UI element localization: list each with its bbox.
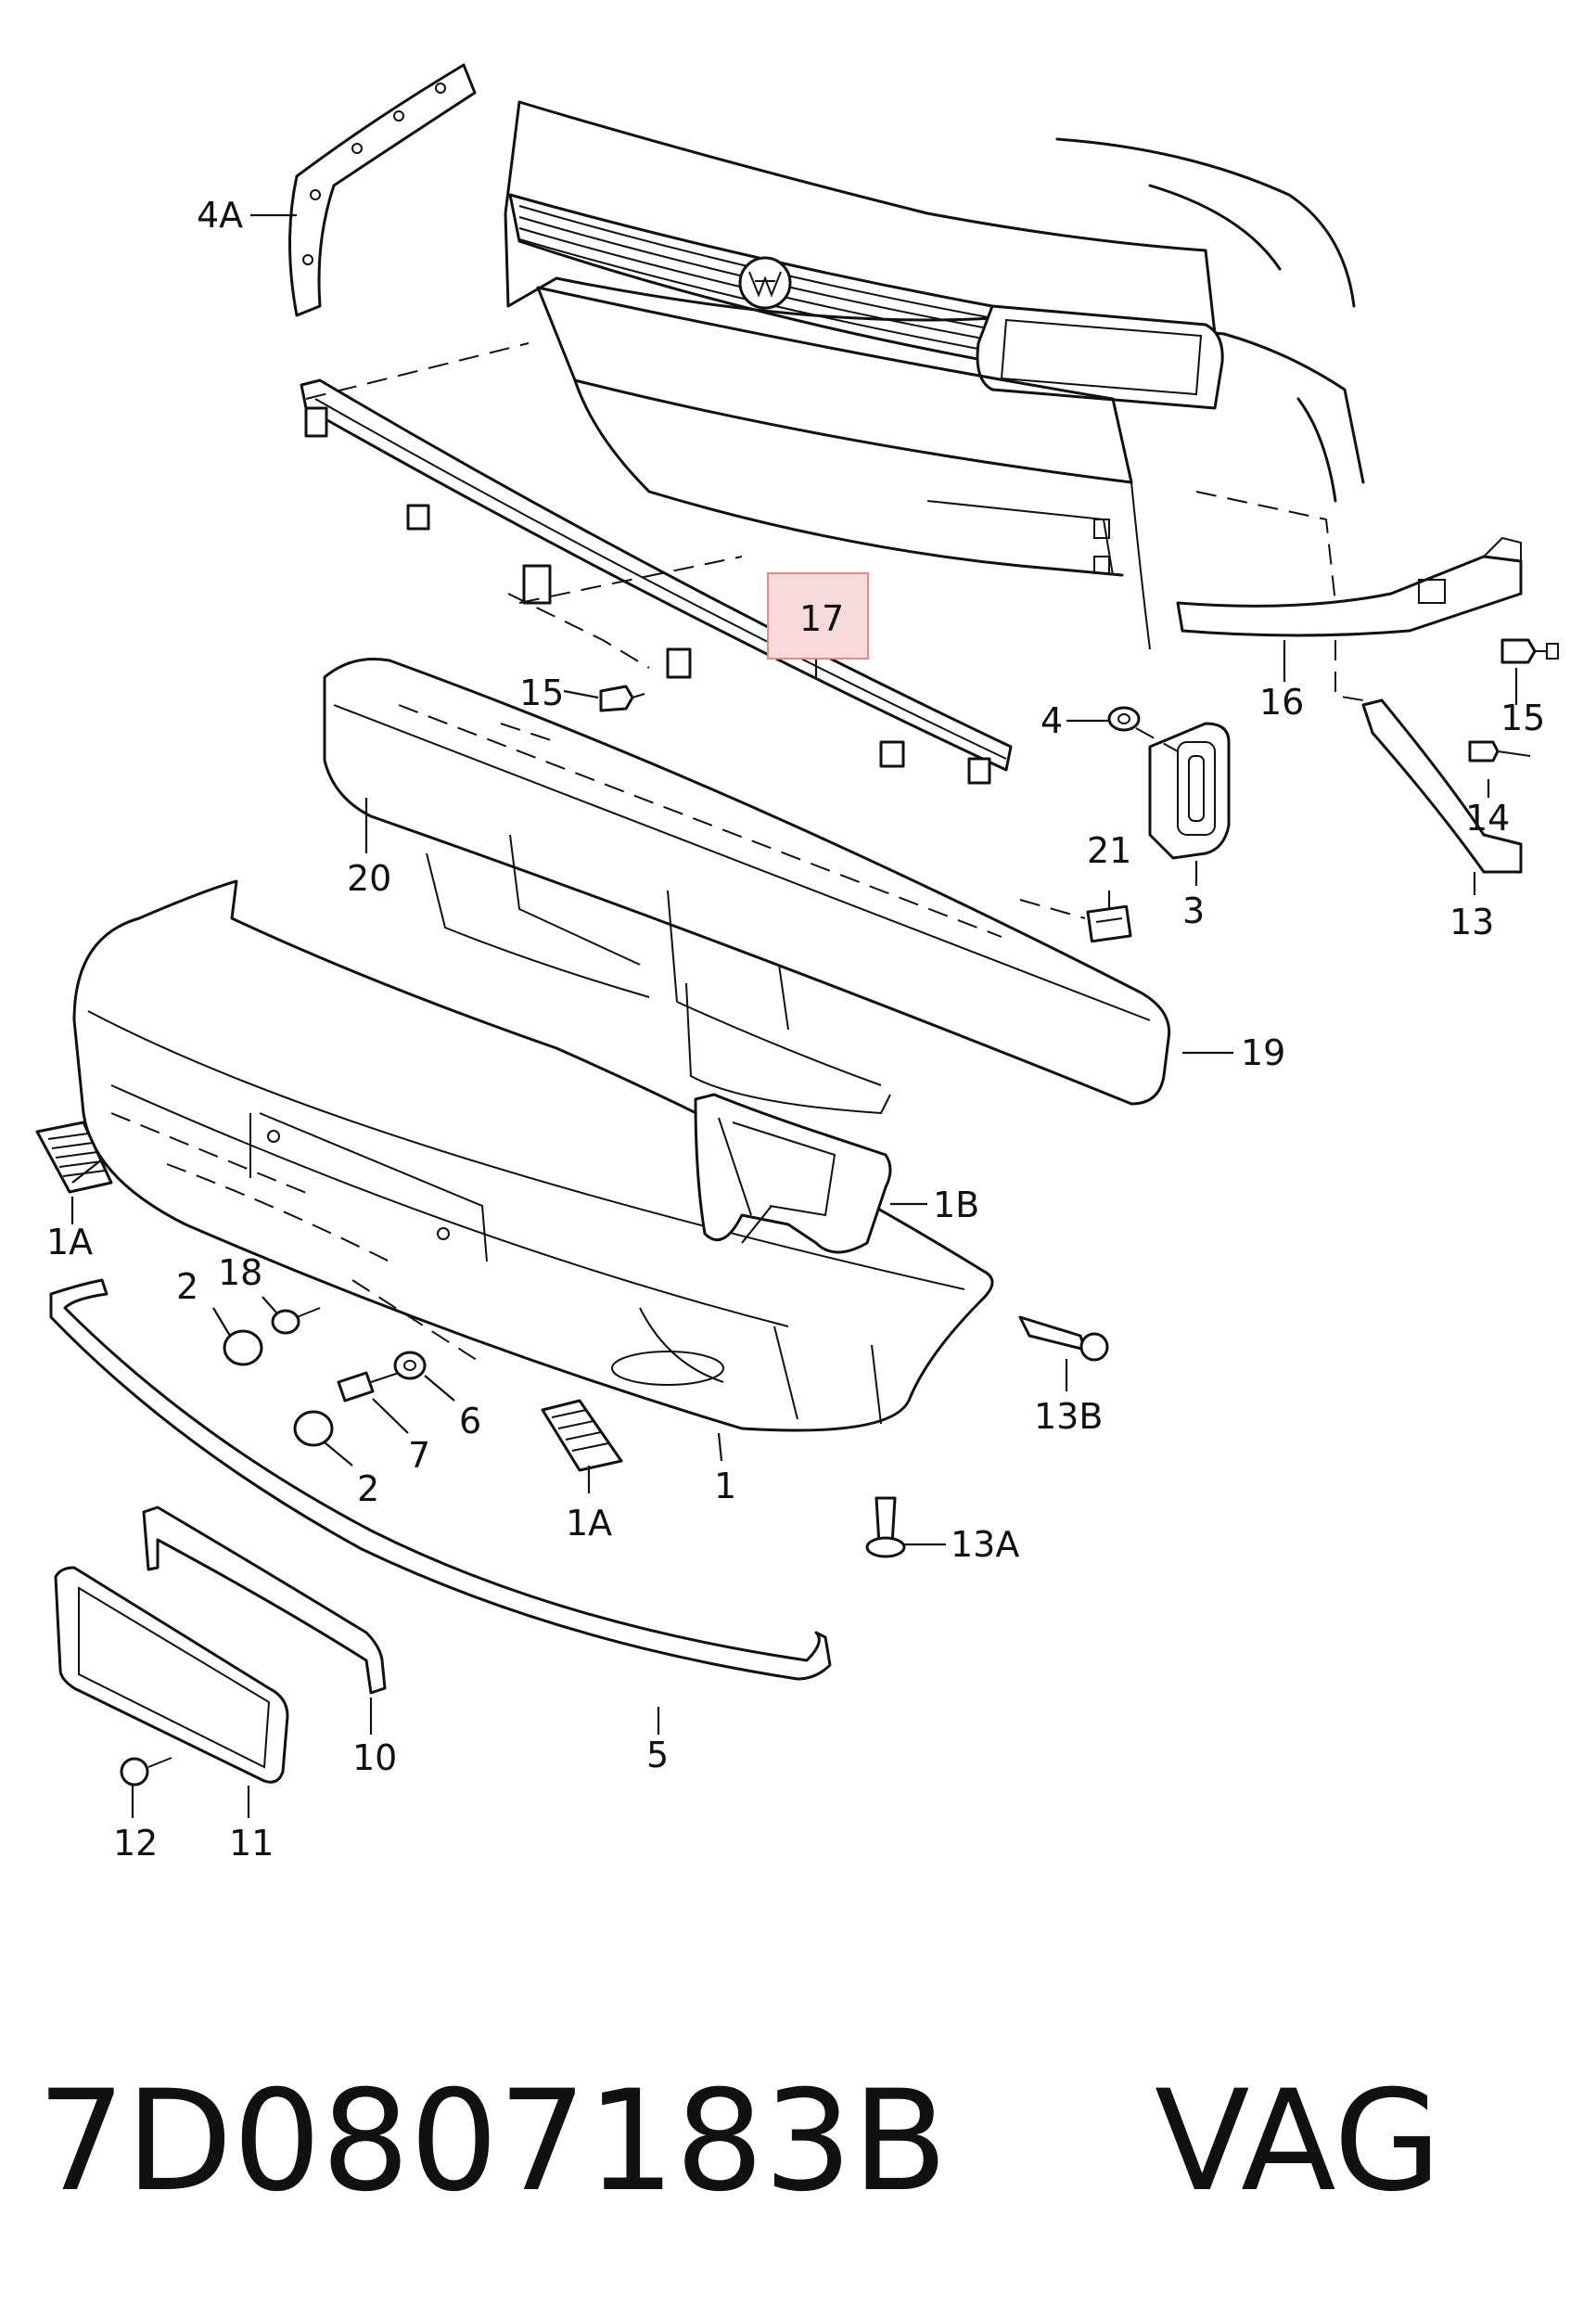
brand-name: VAG (1155, 2061, 1441, 2223)
part-6-washer (393, 1351, 427, 1380)
part-14-pin (1468, 740, 1531, 762)
part-12-screw (120, 1757, 172, 1787)
callout-17: 17 (799, 598, 844, 639)
callout-12: 12 (113, 1823, 158, 1864)
part-18-screw (271, 1307, 321, 1335)
callout-16: 16 (1259, 682, 1304, 723)
part-7-bolt (337, 1371, 400, 1403)
callout-1: 1 (714, 1466, 736, 1506)
callout-7: 7 (408, 1435, 430, 1476)
part-1a-grille-left (35, 1121, 113, 1194)
van-front-body (504, 100, 1365, 503)
callout-4: 4 (1041, 700, 1063, 741)
part-10-plate-bracket (142, 1505, 387, 1695)
part-20-bumper-core (323, 657, 1171, 1115)
callout-10: 10 (352, 1737, 397, 1778)
part-3-tow-cover (1148, 722, 1231, 860)
callout-1b: 1B (933, 1185, 979, 1225)
part-1b-tow-frame (694, 1093, 892, 1254)
callout-5: 5 (646, 1735, 669, 1775)
callout-3: 3 (1182, 890, 1205, 931)
part-15-clip-right (1500, 638, 1559, 664)
part-1a-grille-center (541, 1399, 623, 1472)
part-4a-bracket (288, 63, 477, 317)
callout-15-left: 15 (519, 673, 564, 713)
part-13b-bolt (1018, 1315, 1109, 1362)
callout-11: 11 (229, 1823, 274, 1864)
part-11-plate-frame (54, 1566, 289, 1784)
leader-lines (70, 213, 1518, 1818)
callout-13: 13 (1449, 902, 1494, 942)
callout-15-right: 15 (1500, 698, 1545, 738)
callout-18: 18 (218, 1252, 262, 1293)
assembly-lines (110, 342, 1364, 1364)
callout-13b: 13B (1034, 1396, 1103, 1437)
part-1-bumper-cover (72, 879, 994, 1432)
footer: 7D0807183B VAG (37, 2061, 1441, 2223)
part-2-cap-upper (223, 1329, 263, 1366)
callout-6: 6 (459, 1401, 481, 1441)
callout-20: 20 (347, 858, 391, 899)
part-5-spoiler (49, 1278, 832, 1681)
callout-1a-center: 1A (566, 1503, 612, 1544)
part-15-clip-left (599, 685, 645, 712)
headlight (976, 304, 1224, 410)
part-13a-screw (865, 1496, 906, 1558)
van-apron (536, 286, 1151, 650)
callout-2-lower: 2 (357, 1468, 379, 1509)
callout-14: 14 (1465, 798, 1510, 839)
callout-13a: 13A (951, 1524, 1019, 1565)
callout-19: 19 (1241, 1032, 1285, 1073)
callout-2-upper: 2 (176, 1266, 198, 1307)
callout-1a-left: 1A (46, 1222, 93, 1262)
part-16-side-bracket (1176, 536, 1523, 637)
vw-badge-icon (738, 256, 792, 310)
part-21-clip (1086, 904, 1132, 943)
callout-labels: 4A 17 15 15 4 16 14 13 3 21 20 19 1B 1A … (46, 195, 1545, 1864)
callout-21: 21 (1087, 830, 1131, 871)
highlight-box-17 (767, 572, 869, 660)
part-number: 7D0807183B (37, 2061, 948, 2223)
callout-4a: 4A (197, 195, 243, 236)
part-4-washer (1107, 706, 1141, 732)
part-2-cap-lower (293, 1410, 334, 1447)
part-13-lower-bracket (1361, 698, 1523, 874)
